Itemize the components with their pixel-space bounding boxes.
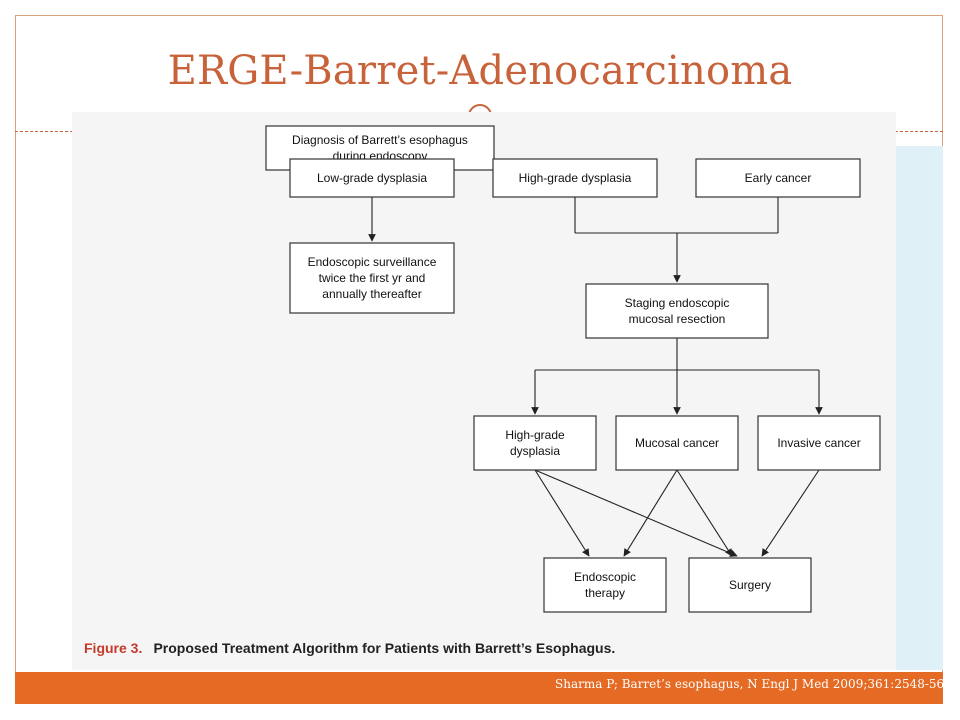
edge-13 — [676, 469, 733, 557]
node-surgery-label: Surgery — [729, 578, 771, 592]
node-surgery: Surgery — [688, 557, 812, 613]
node-lgd-box — [289, 158, 455, 198]
node-hgd-box — [492, 158, 658, 198]
node-root-label: Diagnosis of Barrett’s esophagus — [292, 133, 468, 147]
node-hgd2-box — [473, 415, 597, 471]
node-surv-label: Endoscopic surveillance — [308, 255, 437, 269]
node-endo: Endoscopic therapy — [543, 557, 667, 613]
node-invasive-box — [757, 415, 881, 471]
node-hgd2: High-grade dysplasia — [473, 415, 597, 471]
node-surv-label: annually thereafter — [322, 287, 421, 301]
figure-caption: Figure 3. Proposed Treatment Algorithm f… — [84, 638, 615, 657]
node-mucosal-box — [615, 415, 739, 471]
node-lgd: Low-grade dysplasia — [289, 158, 455, 198]
node-surgery-box — [688, 557, 812, 613]
figure-caption-number: Figure 3. — [84, 640, 142, 656]
node-surv: Endoscopic surveillance twice the first y… — [289, 242, 455, 314]
edge-14 — [761, 469, 820, 557]
slide-title: ERGE-Barret-Adenocarcinoma — [167, 48, 793, 94]
node-emr-box — [585, 283, 769, 339]
node-endo-label: therapy — [585, 586, 625, 600]
node-emr-label: Staging endoscopic — [625, 296, 730, 310]
node-endo-label: Endoscopic — [574, 570, 636, 584]
node-emr: Staging endoscopic mucosal resection — [585, 283, 769, 339]
node-hgd: High-grade dysplasia — [492, 158, 658, 198]
node-invasive-label: Invasive cancer — [777, 436, 860, 450]
node-early: Early cancer — [695, 158, 861, 198]
node-early-box — [695, 158, 861, 198]
node-surv-label: twice the first yr and — [319, 271, 426, 285]
node-emr-label: mucosal resection — [629, 312, 726, 326]
node-hgd2-label: High-grade — [505, 428, 565, 442]
edge-11 — [534, 469, 738, 557]
node-endo-box — [543, 557, 667, 613]
edge-10 — [534, 469, 590, 557]
flowchart-edges — [368, 197, 823, 557]
node-hgd2-label: dysplasia — [510, 444, 560, 458]
edge-12 — [623, 469, 678, 557]
figure-caption-text: Proposed Treatment Algorithm for Patient… — [153, 640, 615, 656]
node-surv-box — [289, 242, 455, 314]
footer-bar — [15, 672, 943, 704]
node-early-label: Early cancer — [745, 171, 812, 185]
node-mucosal: Mucosal cancer — [615, 415, 739, 471]
node-hgd-label: High-grade dysplasia — [519, 171, 632, 185]
citation: Sharma P; Barret’s esophagus, N Engl J M… — [555, 677, 948, 691]
node-invasive: Invasive cancer — [757, 415, 881, 471]
node-mucosal-label: Mucosal cancer — [635, 436, 719, 450]
node-lgd-label: Low-grade dysplasia — [317, 171, 427, 185]
